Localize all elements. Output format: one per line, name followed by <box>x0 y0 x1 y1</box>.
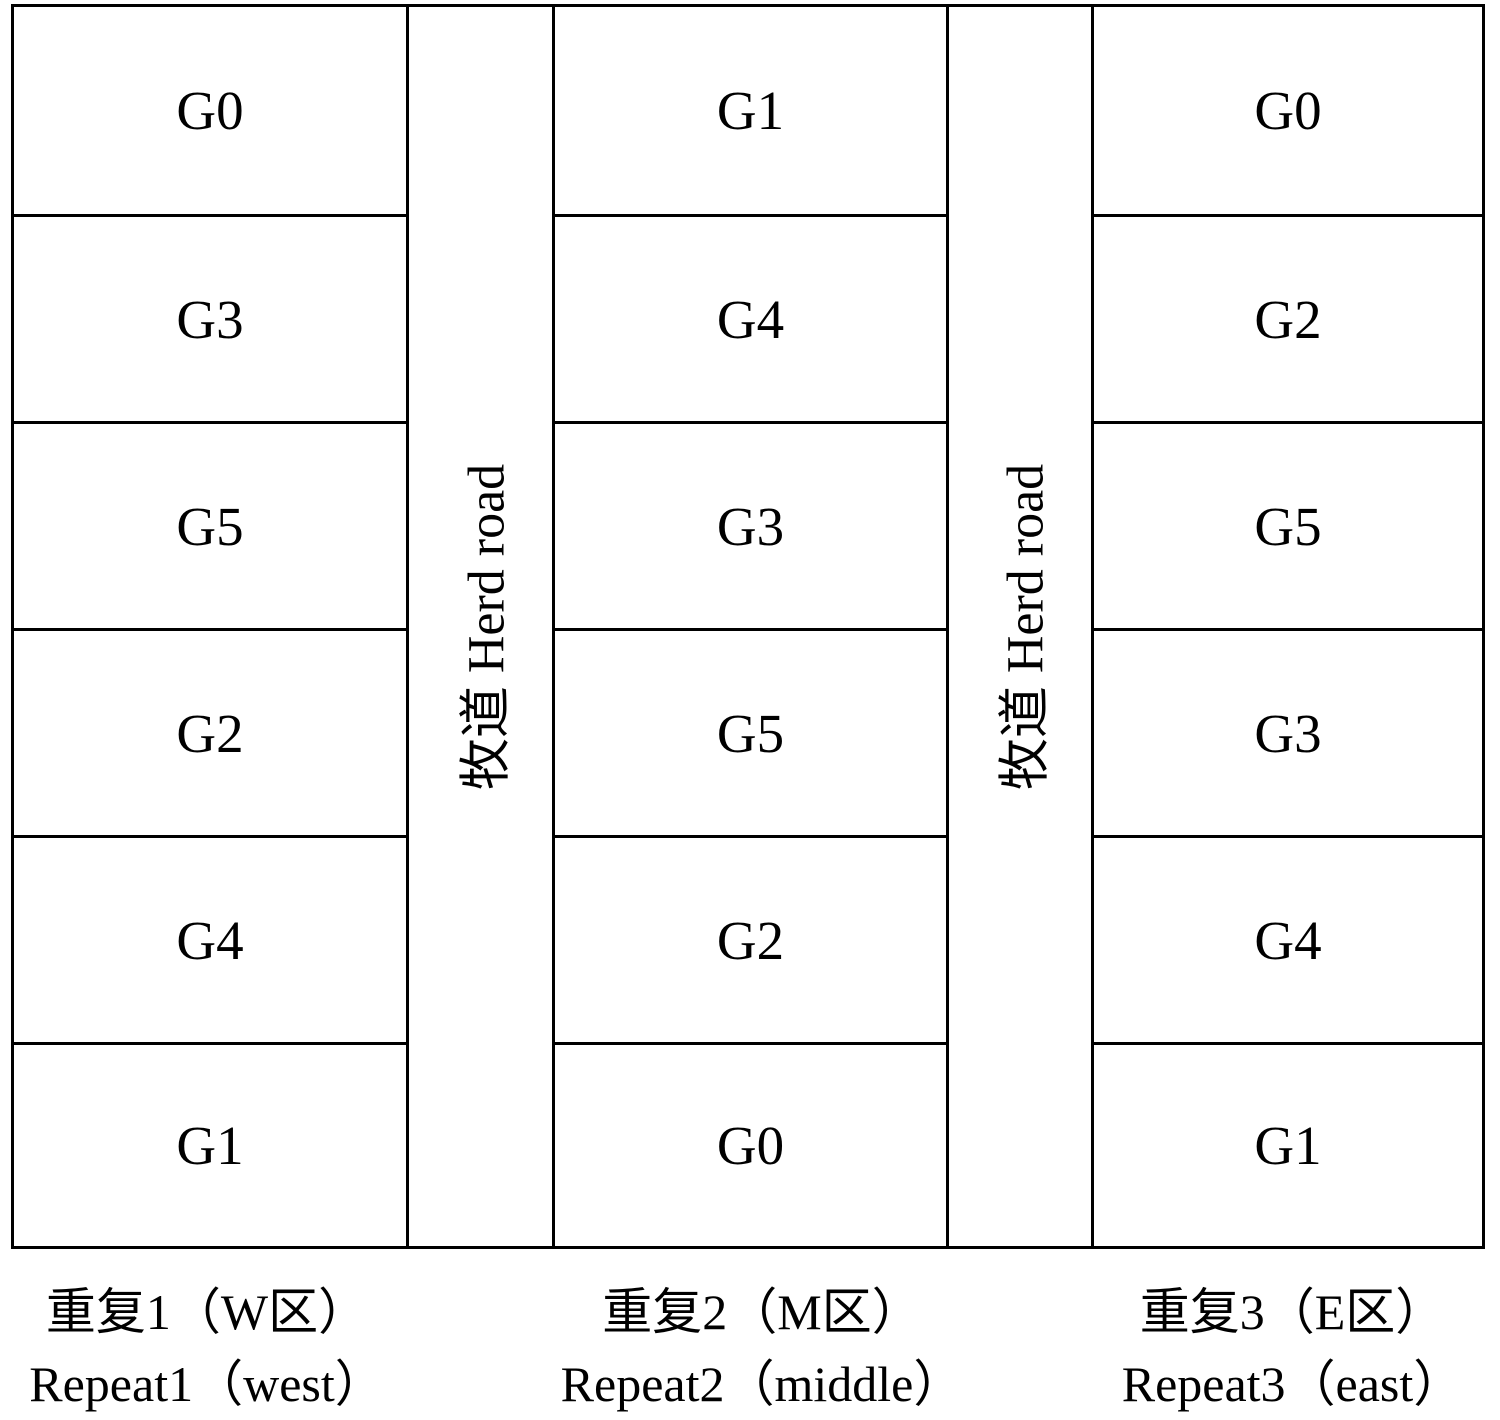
caption-zh: 重复2（M区） <box>602 1284 922 1340</box>
herd-road-2: 牧道 Herd road <box>946 7 1094 1246</box>
repeat-2-caption: 重复2（M区） Repeat2（middle） <box>527 1276 997 1420</box>
caption-en: Repeat3（east） <box>1121 1356 1464 1412</box>
plot-cell: G2 <box>555 835 946 1042</box>
plot-cell: G4 <box>1094 835 1482 1042</box>
plot-cell: G4 <box>14 835 406 1042</box>
plot-cell: G4 <box>555 214 946 421</box>
plot-cell: G3 <box>555 421 946 628</box>
caption-zh: 重复3（E区） <box>1139 1284 1446 1340</box>
plot-cell: G0 <box>176 80 244 141</box>
plot-cell: G3 <box>1094 628 1482 835</box>
repeat-3-caption: 重复3（E区） Repeat3（east） <box>1095 1276 1490 1420</box>
plot-cell: G2 <box>1094 214 1482 421</box>
herd-road-label: 牧道 Herd road <box>997 463 1055 790</box>
plot-cell: G1 <box>1094 1042 1482 1246</box>
field-layout-diagram: G0 G3 G5 G2 G4 G1 牧道 Herd road G1 G4 G3 … <box>11 4 1485 1249</box>
repeat-3-column: G0 G2 G5 G3 G4 G1 <box>1094 7 1482 1246</box>
plot-cell: G1 <box>14 1042 406 1246</box>
plot-cell: G2 <box>14 628 406 835</box>
plot-cell: G5 <box>1094 421 1482 628</box>
caption-en: Repeat2（middle） <box>560 1356 964 1412</box>
plot-cell: G0 <box>1254 80 1322 141</box>
plot-cell: G0 <box>555 1042 946 1246</box>
repeat-1-caption: 重复1（W区） Repeat1（west） <box>11 1276 403 1420</box>
repeat-2-column: G1 G4 G3 G5 G2 G0 <box>555 7 946 1246</box>
caption-en: Repeat1（west） <box>29 1356 385 1412</box>
plot-cell: G5 <box>14 421 406 628</box>
repeat-1-column: G0 G3 G5 G2 G4 G1 <box>14 7 406 1246</box>
herd-road-label: 牧道 Herd road <box>458 463 515 790</box>
plot-cell: G5 <box>555 628 946 835</box>
herd-road-1: 牧道 Herd road <box>406 7 555 1246</box>
caption-zh: 重复1（W区） <box>45 1284 369 1340</box>
plot-cell: G3 <box>14 214 406 421</box>
plot-cell: G1 <box>716 80 785 141</box>
